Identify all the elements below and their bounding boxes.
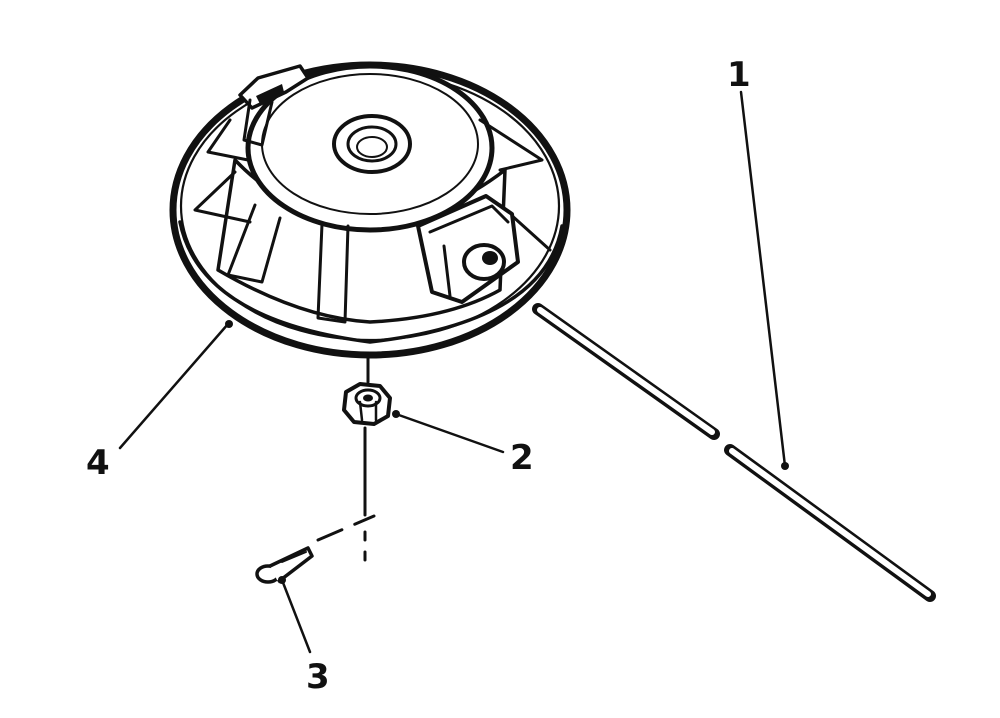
hex-nut xyxy=(342,382,392,426)
callout-1: 1 xyxy=(727,55,751,95)
callout-3: 3 xyxy=(306,657,330,697)
callout-2: 2 xyxy=(510,438,534,478)
leader-lines xyxy=(118,90,789,654)
cotter-pin xyxy=(255,546,314,584)
callouts: 1 2 3 4 xyxy=(86,55,751,697)
trimmer-head-housing xyxy=(169,61,571,359)
callout-4: 4 xyxy=(86,443,110,483)
assembly-centerline xyxy=(316,354,376,564)
trimmer-line xyxy=(532,303,936,602)
